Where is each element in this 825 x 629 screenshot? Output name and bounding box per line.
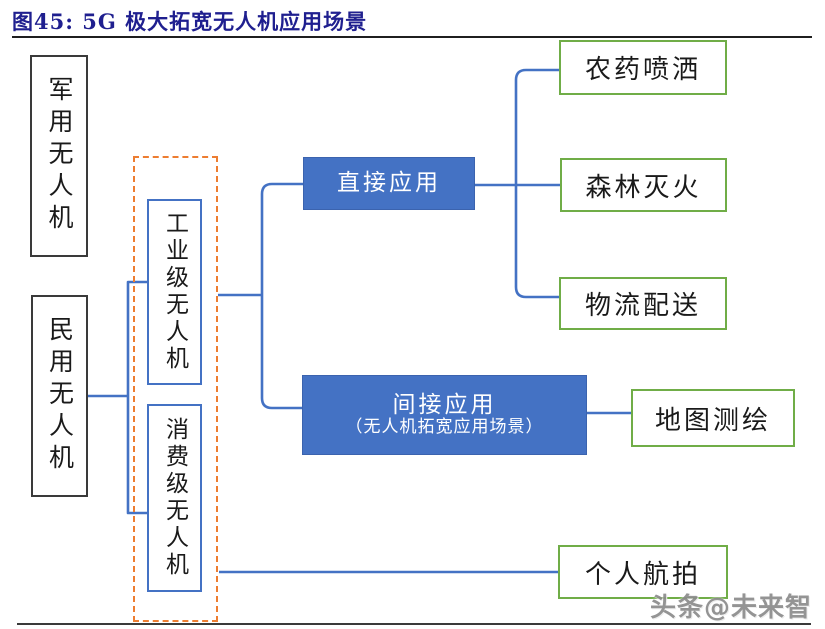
node-logistics-delivery-label: 物流配送 [584, 291, 701, 321]
node-direct-application: 直接应用 [303, 157, 475, 210]
node-industrial-drone-label: 工业级无人机 [161, 211, 188, 373]
node-forest-firefighting: 森林灭火 [560, 158, 727, 212]
connector-direct-fanout [514, 68, 559, 299]
node-military-drone: 军用无人机 [30, 55, 88, 257]
node-map-surveying-label: 地图测绘 [654, 405, 771, 436]
node-industrial-drone: 工业级无人机 [147, 199, 202, 385]
figure-title: 图45: 5G 极大拓宽无人机应用场景 [12, 9, 368, 34]
node-logistics-delivery: 物流配送 [559, 277, 727, 330]
connector-bracket-industrial-consumer [126, 280, 147, 515]
node-personal-aerial-photography-label: 个人航拍 [584, 559, 701, 590]
node-civilian-drone-label: 民用无人机 [45, 316, 75, 476]
node-direct-application-label: 直接应用 [337, 170, 441, 197]
node-pesticide-spraying-label: 农药喷洒 [584, 55, 701, 85]
node-military-drone-label: 军用无人机 [45, 76, 74, 236]
node-pesticide-spraying: 农药喷洒 [559, 40, 727, 95]
watermark: 头条@未来智库 [650, 593, 813, 623]
node-indirect-application-sublabel: （无人机拓宽应用场景） [345, 417, 544, 438]
node-indirect-application-label: 间接应用 [392, 392, 497, 418]
node-map-surveying: 地图测绘 [631, 389, 795, 447]
figure-bottom-rule [17, 623, 811, 625]
node-personal-aerial-photography: 个人航拍 [558, 545, 728, 599]
node-indirect-application: 间接应用 （无人机拓宽应用场景） [302, 375, 587, 455]
node-consumer-drone: 消费级无人机 [147, 404, 202, 592]
connector-split-direct-indirect [260, 182, 303, 410]
node-civilian-drone: 民用无人机 [31, 295, 88, 497]
civilian-group-dashed-frame [133, 156, 218, 622]
node-forest-firefighting-label: 森林灭火 [585, 172, 702, 203]
title-underline [12, 36, 812, 38]
node-consumer-drone-label: 消费级无人机 [161, 417, 188, 579]
